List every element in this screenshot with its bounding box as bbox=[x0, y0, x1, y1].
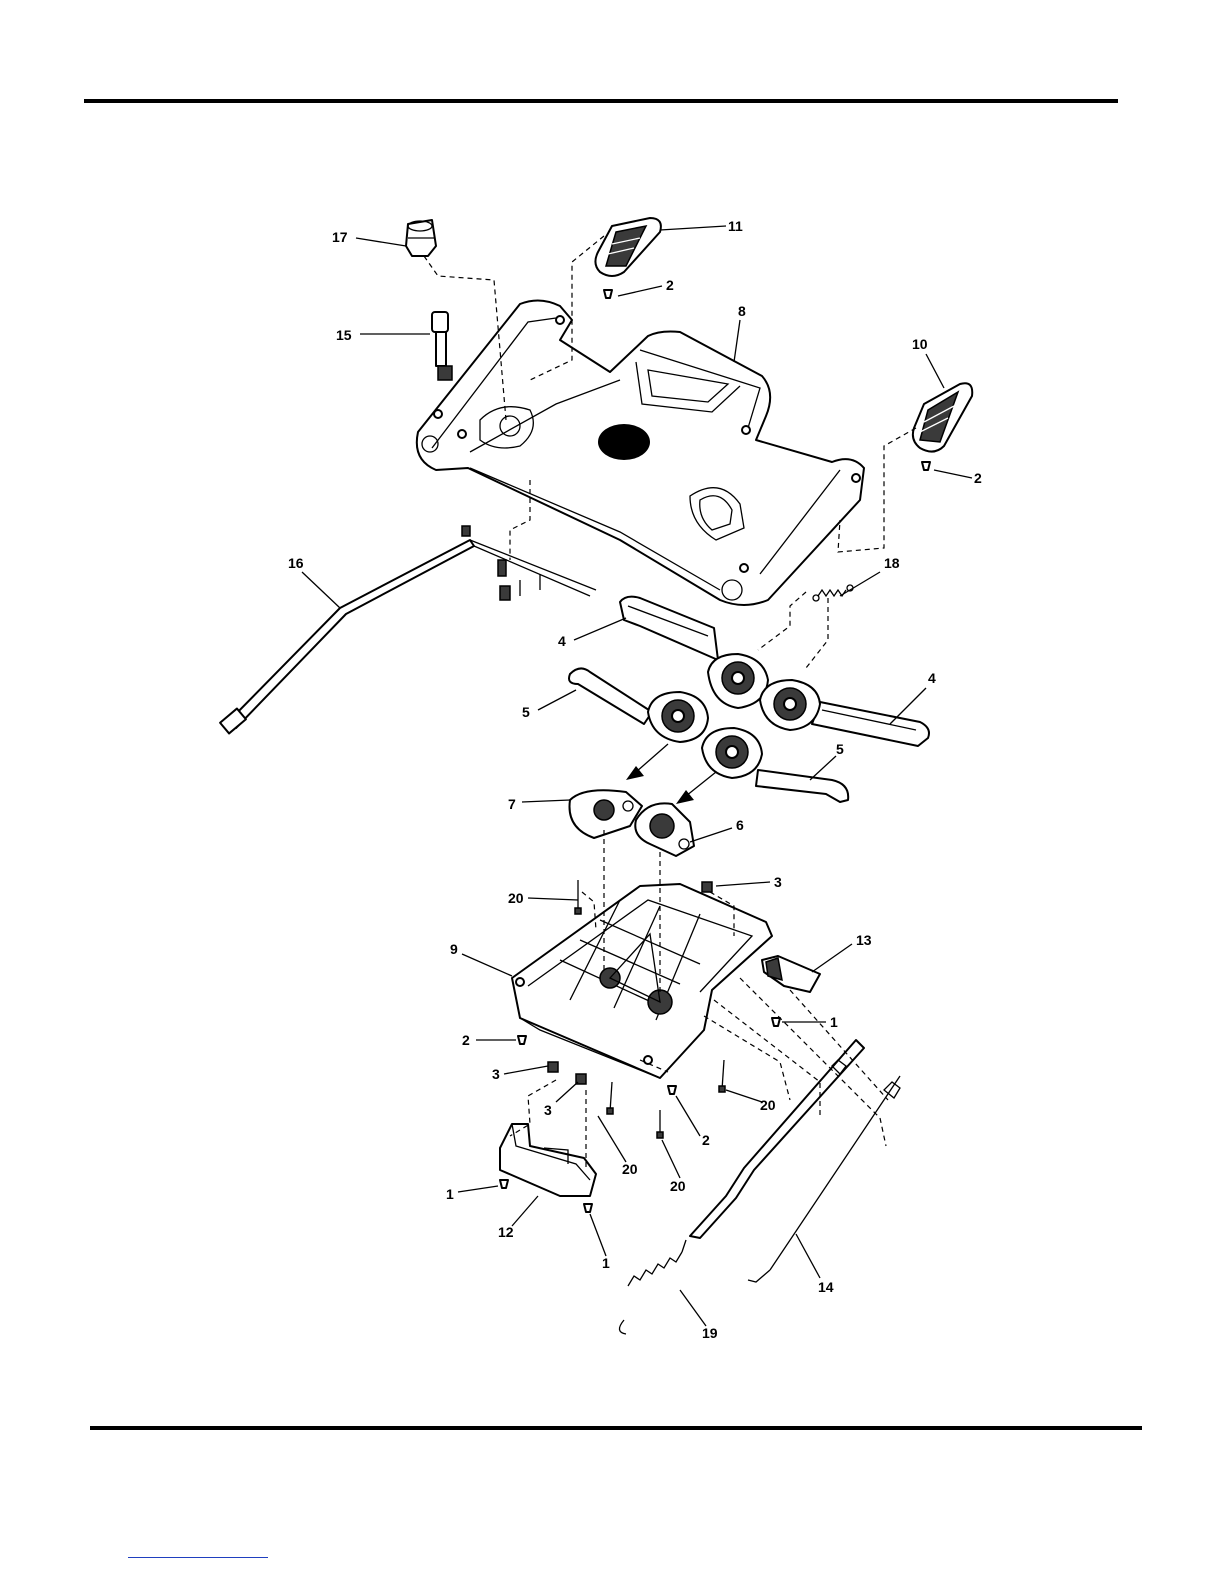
callout-18: 18 bbox=[884, 555, 900, 571]
part-6-cam-plate bbox=[635, 803, 694, 856]
callout-20-bottom: 20 bbox=[670, 1178, 686, 1194]
part-16-harness bbox=[220, 526, 596, 733]
callout-9: 9 bbox=[450, 941, 458, 957]
callout-7: 7 bbox=[508, 796, 516, 812]
callout-17: 17 bbox=[332, 229, 348, 245]
part-10-grip-pad bbox=[913, 383, 972, 451]
callout-5-left: 5 bbox=[522, 704, 530, 720]
callout-4-left: 4 bbox=[558, 633, 566, 649]
callout-1-right: 1 bbox=[830, 1014, 838, 1030]
callout-1-bottom: 1 bbox=[602, 1255, 610, 1271]
part-12-bracket bbox=[500, 1124, 596, 1196]
callout-11: 11 bbox=[728, 218, 743, 234]
callout-16: 16 bbox=[288, 555, 304, 571]
callout-1-left: 1 bbox=[446, 1186, 454, 1202]
callout-3-mid: 3 bbox=[544, 1102, 552, 1118]
callout-14: 14 bbox=[818, 1279, 834, 1295]
callout-5-right: 5 bbox=[836, 741, 844, 757]
callout-20-mid: 20 bbox=[622, 1161, 638, 1177]
callout-2-left: 2 bbox=[462, 1032, 470, 1048]
callout-3-left: 3 bbox=[492, 1066, 500, 1082]
callout-4-right: 4 bbox=[928, 670, 936, 686]
callout-2-bottom: 2 bbox=[702, 1132, 710, 1148]
part-17-cap bbox=[406, 220, 436, 256]
callout-20-top: 20 bbox=[508, 890, 524, 906]
callout-19: 19 bbox=[702, 1325, 718, 1341]
callout-2-right: 2 bbox=[974, 470, 982, 486]
callout-3-top: 3 bbox=[774, 874, 782, 890]
callout-10: 10 bbox=[912, 336, 928, 352]
part-11-grip-pad bbox=[595, 218, 660, 276]
part-18-spring bbox=[813, 585, 853, 601]
callout-2-top: 2 bbox=[666, 277, 674, 293]
part-8-console-housing bbox=[417, 300, 864, 605]
callout-12: 12 bbox=[498, 1224, 514, 1240]
callout-15: 15 bbox=[336, 327, 352, 343]
callout-8: 8 bbox=[738, 303, 746, 319]
callout-20-right: 20 bbox=[760, 1097, 776, 1113]
part-9-base-plate bbox=[512, 884, 772, 1078]
part-15-switch bbox=[432, 312, 452, 380]
part-7-cam-plate bbox=[570, 790, 643, 838]
part-13-bracket bbox=[762, 956, 820, 992]
callout-13: 13 bbox=[856, 932, 872, 948]
callout-6: 6 bbox=[736, 817, 744, 833]
